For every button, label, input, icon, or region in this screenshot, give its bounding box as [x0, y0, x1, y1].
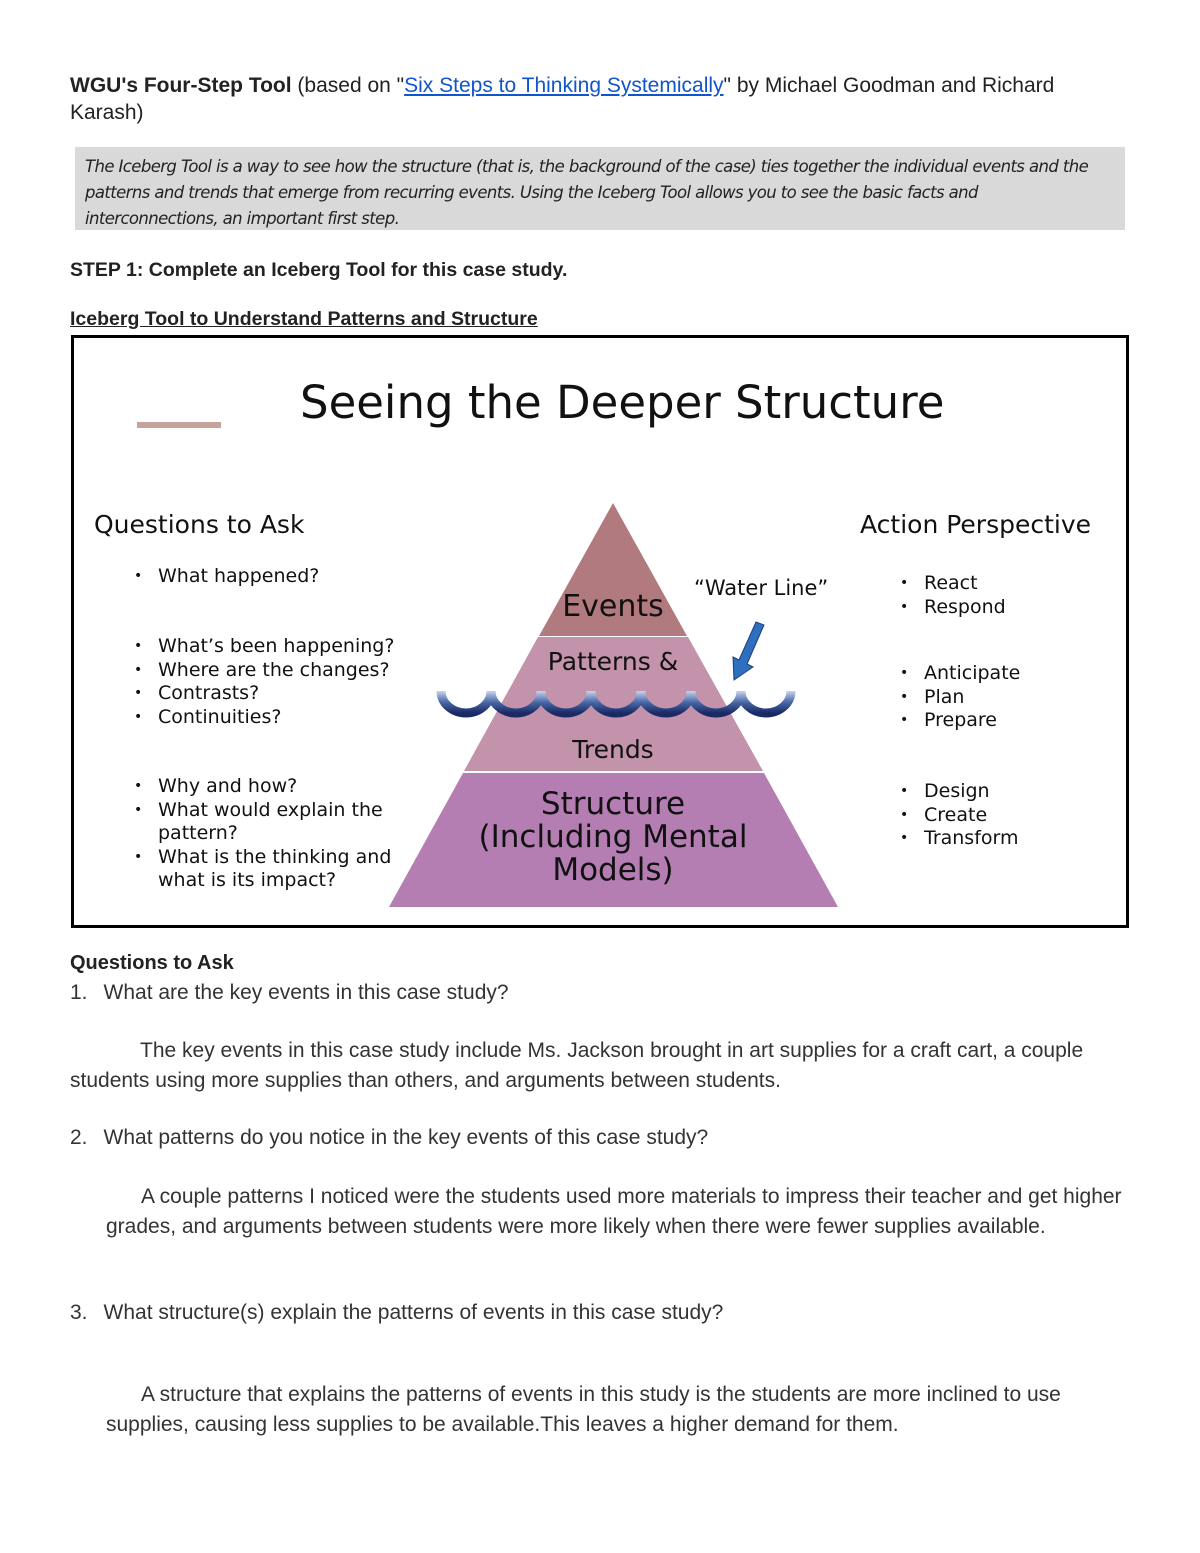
question-item: What’s been happening?	[134, 635, 414, 659]
question-3: 3. What structure(s) explain the patterns…	[70, 1299, 723, 1326]
question-number: 1.	[70, 981, 88, 1004]
accent-bar	[137, 422, 221, 428]
question-text: What patterns do you notice in the key e…	[103, 1126, 709, 1149]
structure-layer	[389, 773, 838, 907]
question-1: 1. What are the key events in this case s…	[70, 979, 509, 1006]
structure-line: Models)	[552, 852, 674, 888]
arrow-icon	[732, 621, 765, 681]
answer-1: The key events in this case study includ…	[70, 1039, 1084, 1092]
water-line-waves	[436, 690, 796, 718]
patterns-label: Patterns &	[547, 647, 679, 676]
action-group-3: Design Create Transform	[900, 780, 1019, 851]
question-group-1: What happened?	[134, 565, 414, 589]
action-item: Prepare	[900, 709, 1020, 733]
intro-note: The Iceberg Tool is a way to see how the…	[75, 147, 1125, 230]
question-number: 2.	[70, 1126, 88, 1149]
structure-line: (Including Mental	[478, 819, 748, 855]
document-title: WGU's Four-Step Tool (based on "Six Step…	[70, 72, 1130, 126]
question-item: What happened?	[134, 565, 414, 589]
iceberg-heading: Iceberg Tool to Understand Patterns and …	[70, 308, 538, 330]
action-group-2: Anticipate Plan Prepare	[900, 662, 1020, 733]
question-number: 3.	[70, 1301, 88, 1324]
question-item: Continuities?	[134, 706, 414, 730]
action-item: Anticipate	[900, 662, 1020, 686]
action-item: React	[900, 572, 1006, 596]
question-group-3: Why and how? What would explain the patt…	[134, 775, 404, 893]
question-item: What is the thinking and what is its imp…	[134, 846, 404, 893]
question-group-2: What’s been happening? Where are the cha…	[134, 635, 414, 729]
action-item: Design	[900, 780, 1019, 804]
figure-title: Seeing the Deeper Structure	[300, 376, 945, 429]
step1-heading: STEP 1: Complete an Iceberg Tool for thi…	[70, 259, 568, 281]
iceberg-pyramid	[389, 503, 838, 907]
answer-2: A couple patterns I noticed were the stu…	[106, 1185, 1122, 1238]
question-item: What would explain the pattern?	[134, 799, 404, 846]
action-item: Respond	[900, 596, 1006, 620]
action-group-1: React Respond	[900, 572, 1006, 619]
action-item: Create	[900, 804, 1019, 828]
answer-3: A structure that explains the patterns o…	[106, 1383, 1061, 1436]
question-text: What structure(s) explain the patterns o…	[103, 1301, 724, 1324]
title-text: (based on "	[291, 74, 405, 97]
action-heading: Action Perspective	[860, 510, 1092, 539]
questions-heading: Questions to Ask	[94, 510, 305, 539]
trends-label: Trends	[572, 735, 654, 764]
structure-line: Structure	[540, 786, 686, 822]
question-item: Why and how?	[134, 775, 404, 799]
iceberg-figure: Seeing the Deeper Structure Questions to…	[71, 335, 1129, 928]
question-text: What are the key events in this case stu…	[103, 981, 509, 1004]
structure-label: Structure (Including Mental Models)	[453, 788, 773, 887]
question-2: 2. What patterns do you notice in the key…	[70, 1124, 708, 1151]
question-item: Where are the changes?	[134, 659, 414, 683]
action-item: Transform	[900, 827, 1019, 851]
events-layer	[539, 503, 687, 636]
events-label: Events	[562, 589, 664, 624]
patterns-trends-layer	[464, 637, 763, 771]
qa-heading: Questions to Ask	[70, 952, 234, 974]
water-line-label: “Water Line”	[694, 576, 829, 600]
action-item: Plan	[900, 686, 1020, 710]
source-link[interactable]: Six Steps to Thinking Systemically	[404, 74, 724, 97]
title-text-end: " by Michael Goodman and Richard Karash)	[70, 74, 1055, 124]
question-item: Contrasts?	[134, 682, 414, 706]
title-bold: WGU's Four-Step Tool	[70, 74, 292, 97]
